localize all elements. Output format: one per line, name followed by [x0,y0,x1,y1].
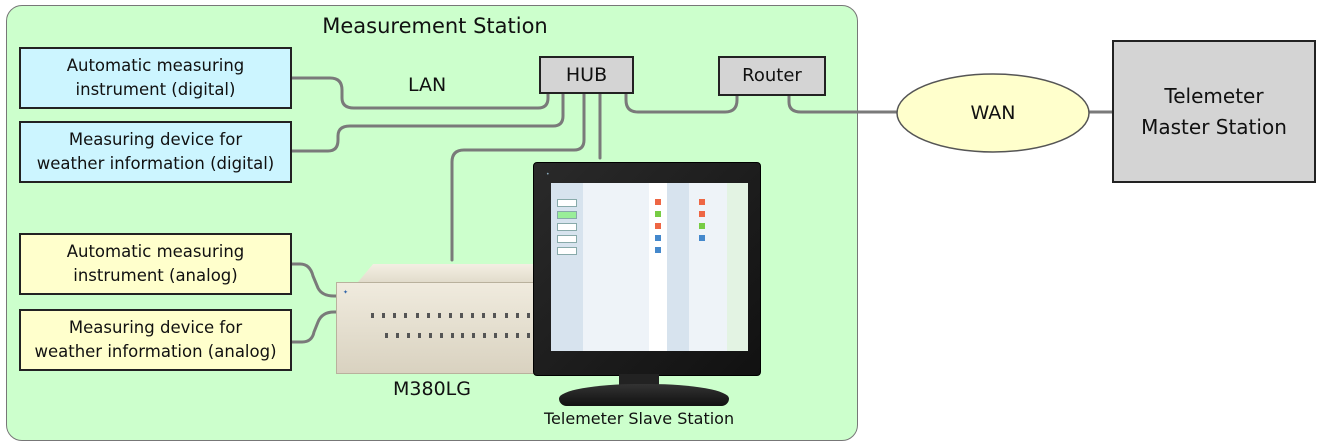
slave-station-label: Telemeter Slave Station [544,409,735,428]
analog-auto-line-1: Automatic measuring [66,242,245,261]
monitor-brand-logo: • [546,171,550,178]
wire-logger-hub [450,90,586,262]
station-title: Measurement Station [322,14,548,38]
m380lg-label: M380LG [393,378,471,400]
hub-box: HUB [539,56,634,94]
digital-weather-line-2: weather information (digital) [36,154,275,173]
slave-station-monitor: • [533,162,763,410]
m380lg-port-row-top [371,313,541,318]
wan-cloud [896,73,1090,153]
m380lg-brand-logo: ✦ [343,289,349,296]
router-box: Router [718,56,826,96]
m380lg-port-row-bottom [385,333,541,338]
digital-auto-instrument-box: Automatic measuring instrument (digital) [19,47,292,109]
digital-weather-line-1: Measuring device for [68,130,243,149]
monitor-stand [559,384,729,406]
analog-weather-line-1: Measuring device for [68,318,243,337]
analog-weather-line-2: weather information (analog) [34,342,277,361]
wire-digital-auto [289,76,550,110]
m380lg-device: ✦ ▭ [336,264,562,374]
wire-router-wan [787,94,899,114]
wire-digital-weather [289,90,565,153]
analog-weather-device-box: Measuring device for weather information … [19,309,292,371]
digital-auto-line-2: instrument (digital) [75,80,236,99]
wire-analog-weather [289,310,342,344]
analog-auto-line-2: instrument (analog) [73,266,238,285]
master-line-1: Telemeter [1164,83,1264,108]
wan-label: WAN [970,102,1016,124]
digital-weather-device-box: Measuring device for weather information … [19,121,292,183]
monitor-screen [551,183,748,351]
router-label: Router [742,65,802,86]
analog-auto-instrument-box: Automatic measuring instrument (analog) [19,233,292,295]
wire-hub-router [624,90,739,114]
lan-label: LAN [408,74,447,96]
digital-auto-line-1: Automatic measuring [66,56,245,75]
wire-analog-auto [289,262,342,298]
hub-label: HUB [565,64,608,86]
master-line-2: Master Station [1141,114,1287,139]
